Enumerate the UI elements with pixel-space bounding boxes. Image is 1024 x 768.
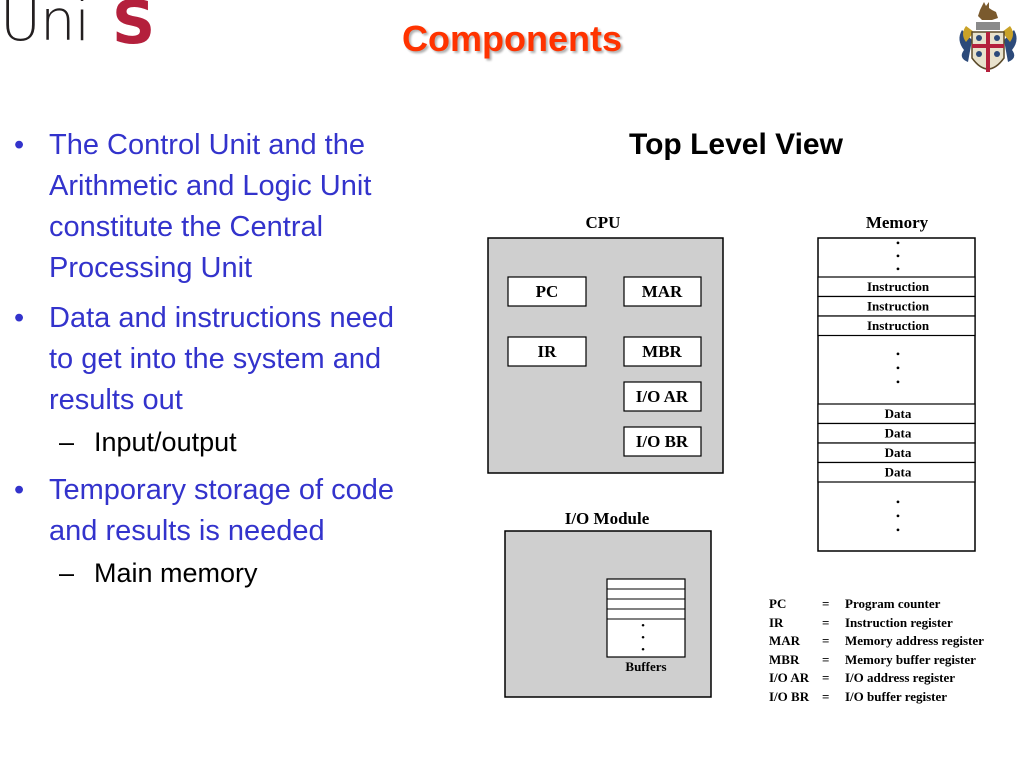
ellipsis-dot: • [896,495,900,509]
bullet-list: • The Control Unit and the Arithmetic an… [14,125,464,601]
legend-meaning: Instruction register [845,615,953,630]
memory-cell-label: Instruction [867,318,930,333]
memory-cell-label: Instruction [867,299,930,314]
legend-abbr: I/O BR [769,689,810,704]
top-level-view-diagram: CPU PC MAR IR MBR I/O AR I/O BR Memory •… [487,213,984,704]
bullet-line: Data and instructions need [49,302,394,334]
register-label: PC [536,282,559,301]
io-module-title: I/O Module [565,509,650,528]
logo-s-letter: S [112,0,156,58]
slide-title: Components [402,18,622,59]
ellipsis-dot: • [896,347,900,361]
memory-title: Memory [866,213,929,232]
legend-eq: = [822,615,829,630]
legend-abbr: IR [769,615,784,630]
bullet-marker: • [14,474,25,506]
bullet-line: Temporary storage of code [49,474,394,506]
register-label: I/O BR [636,432,689,451]
memory-ellipsis: • • • [896,347,900,389]
memory-data-rows: Data Data Data Data [817,403,976,483]
memory-cell-label: Data [885,445,912,460]
legend-eq: = [822,633,829,648]
ellipsis-dot: • [896,262,900,276]
legend-abbr: MBR [769,652,800,667]
bullet-line: The Control Unit and the [49,129,365,161]
bullet-item: • The Control Unit and the Arithmetic an… [14,125,464,289]
sub-bullet-marker: – [59,427,75,457]
legend-eq: = [822,596,829,611]
register-mar: MAR [623,276,702,307]
ellipsis-dot: • [641,644,645,656]
register-mbr: MBR [623,336,702,367]
register-io-ar: I/O AR [623,381,702,412]
memory-ellipsis: • • • [896,495,900,537]
register-label: IR [538,342,558,361]
legend-abbr: PC [769,596,786,611]
io-buffers: • • • Buffers [606,578,686,674]
bullet-item: • Data and instructions need to get into… [14,298,464,421]
memory-cell-label: Instruction [867,279,930,294]
ellipsis-dot: • [641,620,645,632]
bullet-line: to get into the system and [49,343,382,375]
sub-bullet-item: – Input/output [14,424,464,460]
register-ir: IR [507,336,587,367]
bullet-line: constitute the Central [49,211,324,243]
ellipsis-dot: • [896,375,900,389]
bullet-line: results out [49,384,183,416]
legend-abbr: I/O AR [769,670,810,685]
logo-uni-text: Uni [0,0,90,54]
bullet-line: Processing Unit [49,252,253,284]
bullet-line: and results is needed [49,515,325,547]
ellipsis-dot: • [896,509,900,523]
ellipsis-dot: • [896,249,900,263]
legend: PC = Program counter IR = Instruction re… [769,596,984,704]
buffers-label: Buffers [625,659,666,674]
bullet-marker: • [14,129,25,161]
ellipsis-dot: • [896,523,900,537]
ellipsis-dot: • [896,361,900,375]
ellipsis-dot: • [641,632,645,644]
legend-meaning: Memory buffer register [845,652,976,667]
legend-meaning: I/O address register [845,670,955,685]
sub-bullet-text: Main memory [94,558,258,588]
sub-bullet-item: – Main memory [14,555,464,591]
legend-abbr: MAR [769,633,801,648]
legend-eq: = [822,652,829,667]
legend-meaning: Memory address register [845,633,984,648]
memory-ellipsis: • • • [896,236,900,276]
memory-cell-label: Data [885,406,912,421]
bullet-marker: • [14,302,25,334]
memory-cell-label: Data [885,426,912,441]
register-label: I/O AR [636,387,689,406]
ellipsis-dot: • [896,236,900,250]
register-label: MAR [642,282,683,301]
cpu-title: CPU [586,213,621,232]
diagram-subheading: Top Level View [629,128,843,161]
sub-bullet-text: Input/output [94,427,237,457]
crest-icon [959,2,1017,72]
register-pc: PC [507,276,587,307]
memory-instruction-rows: Instruction Instruction Instruction [817,276,976,337]
register-io-br: I/O BR [623,426,702,457]
bullet-item: • Temporary storage of code and results … [14,470,464,552]
bullet-line: Arithmetic and Logic Unit [49,170,372,202]
sub-bullet-marker: – [59,558,75,588]
legend-meaning: I/O buffer register [845,689,947,704]
legend-eq: = [822,689,829,704]
register-label: MBR [642,342,682,361]
legend-meaning: Program counter [845,596,941,611]
memory-cell-label: Data [885,465,912,480]
legend-eq: = [822,670,829,685]
